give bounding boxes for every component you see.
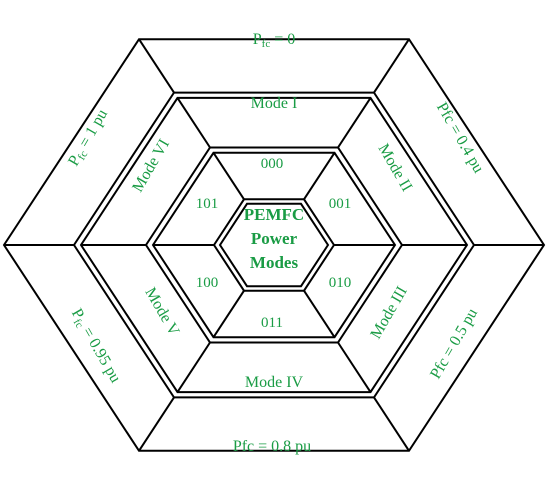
mode-label-lower-right: Mode III (367, 284, 410, 342)
mode-label-upper-right: Mode II (375, 141, 416, 195)
code-label-top: 000 (261, 156, 284, 172)
mode-label-top: Mode I (251, 95, 298, 112)
center-inner-hexagon (218, 202, 330, 288)
hexagon-structure (2, 38, 546, 452)
middle-spoke-5 (337, 97, 372, 149)
inner-spoke-1 (303, 290, 336, 338)
inner-spoke-2 (212, 290, 245, 338)
center-label: PEMFC Power Modes (244, 205, 304, 272)
power-label-top: Pfc = 0 (253, 31, 295, 50)
code-label-lower-right: 010 (329, 275, 352, 291)
inner-spoke-4 (212, 152, 245, 200)
outer-spoke-1 (373, 396, 410, 452)
center-line-2: Power (251, 229, 298, 248)
code-label-upper-right: 001 (329, 196, 352, 212)
code-label-lower-left: 100 (196, 275, 219, 291)
power-label-upper-right: Pfc = 0.4 pu (433, 100, 487, 176)
middle-spoke-2 (176, 341, 211, 393)
power-label-lower-right: Pfc = 0.5 pu (427, 306, 481, 382)
outer-spoke-5 (373, 38, 410, 94)
power-label-lower-left: Pfc = 0.95 pu (66, 306, 124, 387)
mode-label-bottom: Mode IV (245, 374, 304, 391)
center-line-1: PEMFC (244, 205, 304, 224)
outer-spoke-4 (138, 38, 175, 94)
inner-spoke-5 (303, 152, 336, 200)
power-label-bottom: Pfc = 0.8 pu (233, 438, 311, 455)
code-label-upper-left: 101 (196, 196, 219, 212)
middle-spoke-4 (176, 97, 211, 149)
code-labels: 000 001 010 011 100 101 (196, 156, 352, 331)
center-line-3: Modes (250, 253, 299, 272)
middle-spoke-1 (337, 341, 372, 393)
mode-label-upper-left: Mode VI (129, 136, 173, 195)
code-label-bottom: 011 (261, 315, 283, 331)
outer-spoke-2 (138, 396, 175, 452)
